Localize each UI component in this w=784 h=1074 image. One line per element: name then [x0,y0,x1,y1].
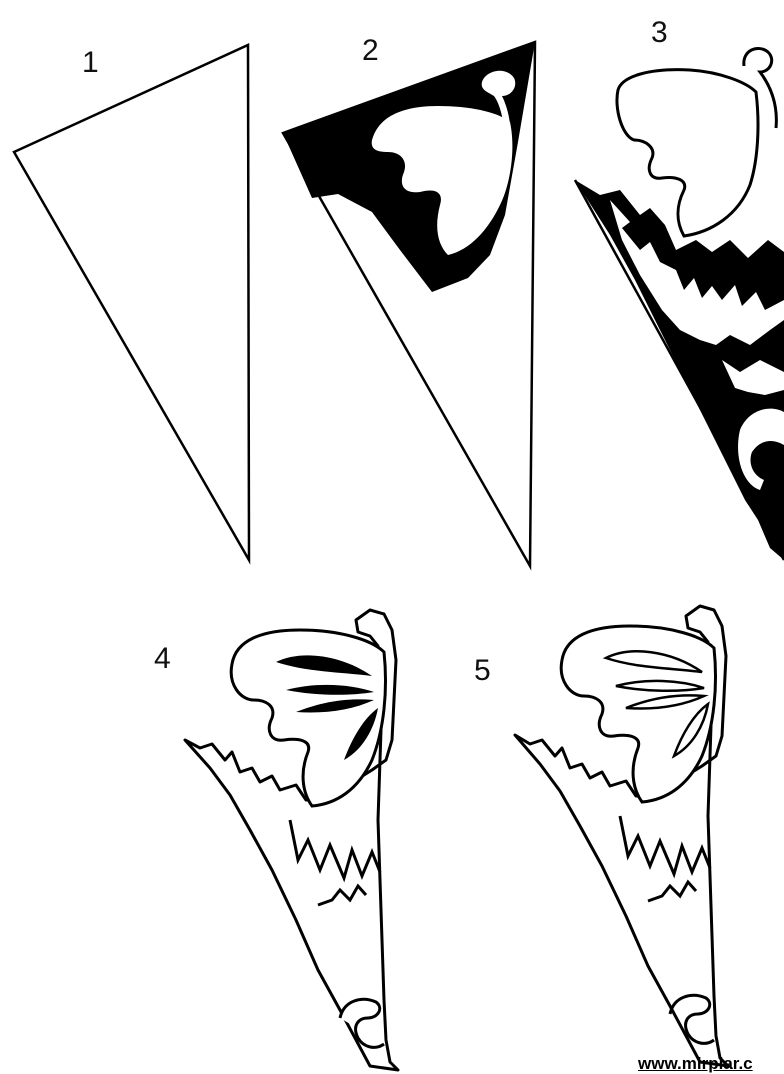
step-3-number: 3 [651,16,668,49]
step-2-number: 2 [362,34,379,67]
step-5-number: 5 [474,654,491,687]
folded-paper-triangle [14,45,249,560]
watermark-url: www.mirpiar.c [638,1054,784,1074]
step-1-panel: 1 [14,45,249,560]
butterfly-wing-outline [617,70,758,236]
step-4-panel: 4 [154,610,398,1070]
step-4-number: 4 [154,642,171,675]
step-5-panel: 5 [474,606,728,1066]
step-3-panel: 3 [575,16,784,560]
step-2-panel: 2 [283,34,535,566]
step-1-number: 1 [82,46,99,79]
